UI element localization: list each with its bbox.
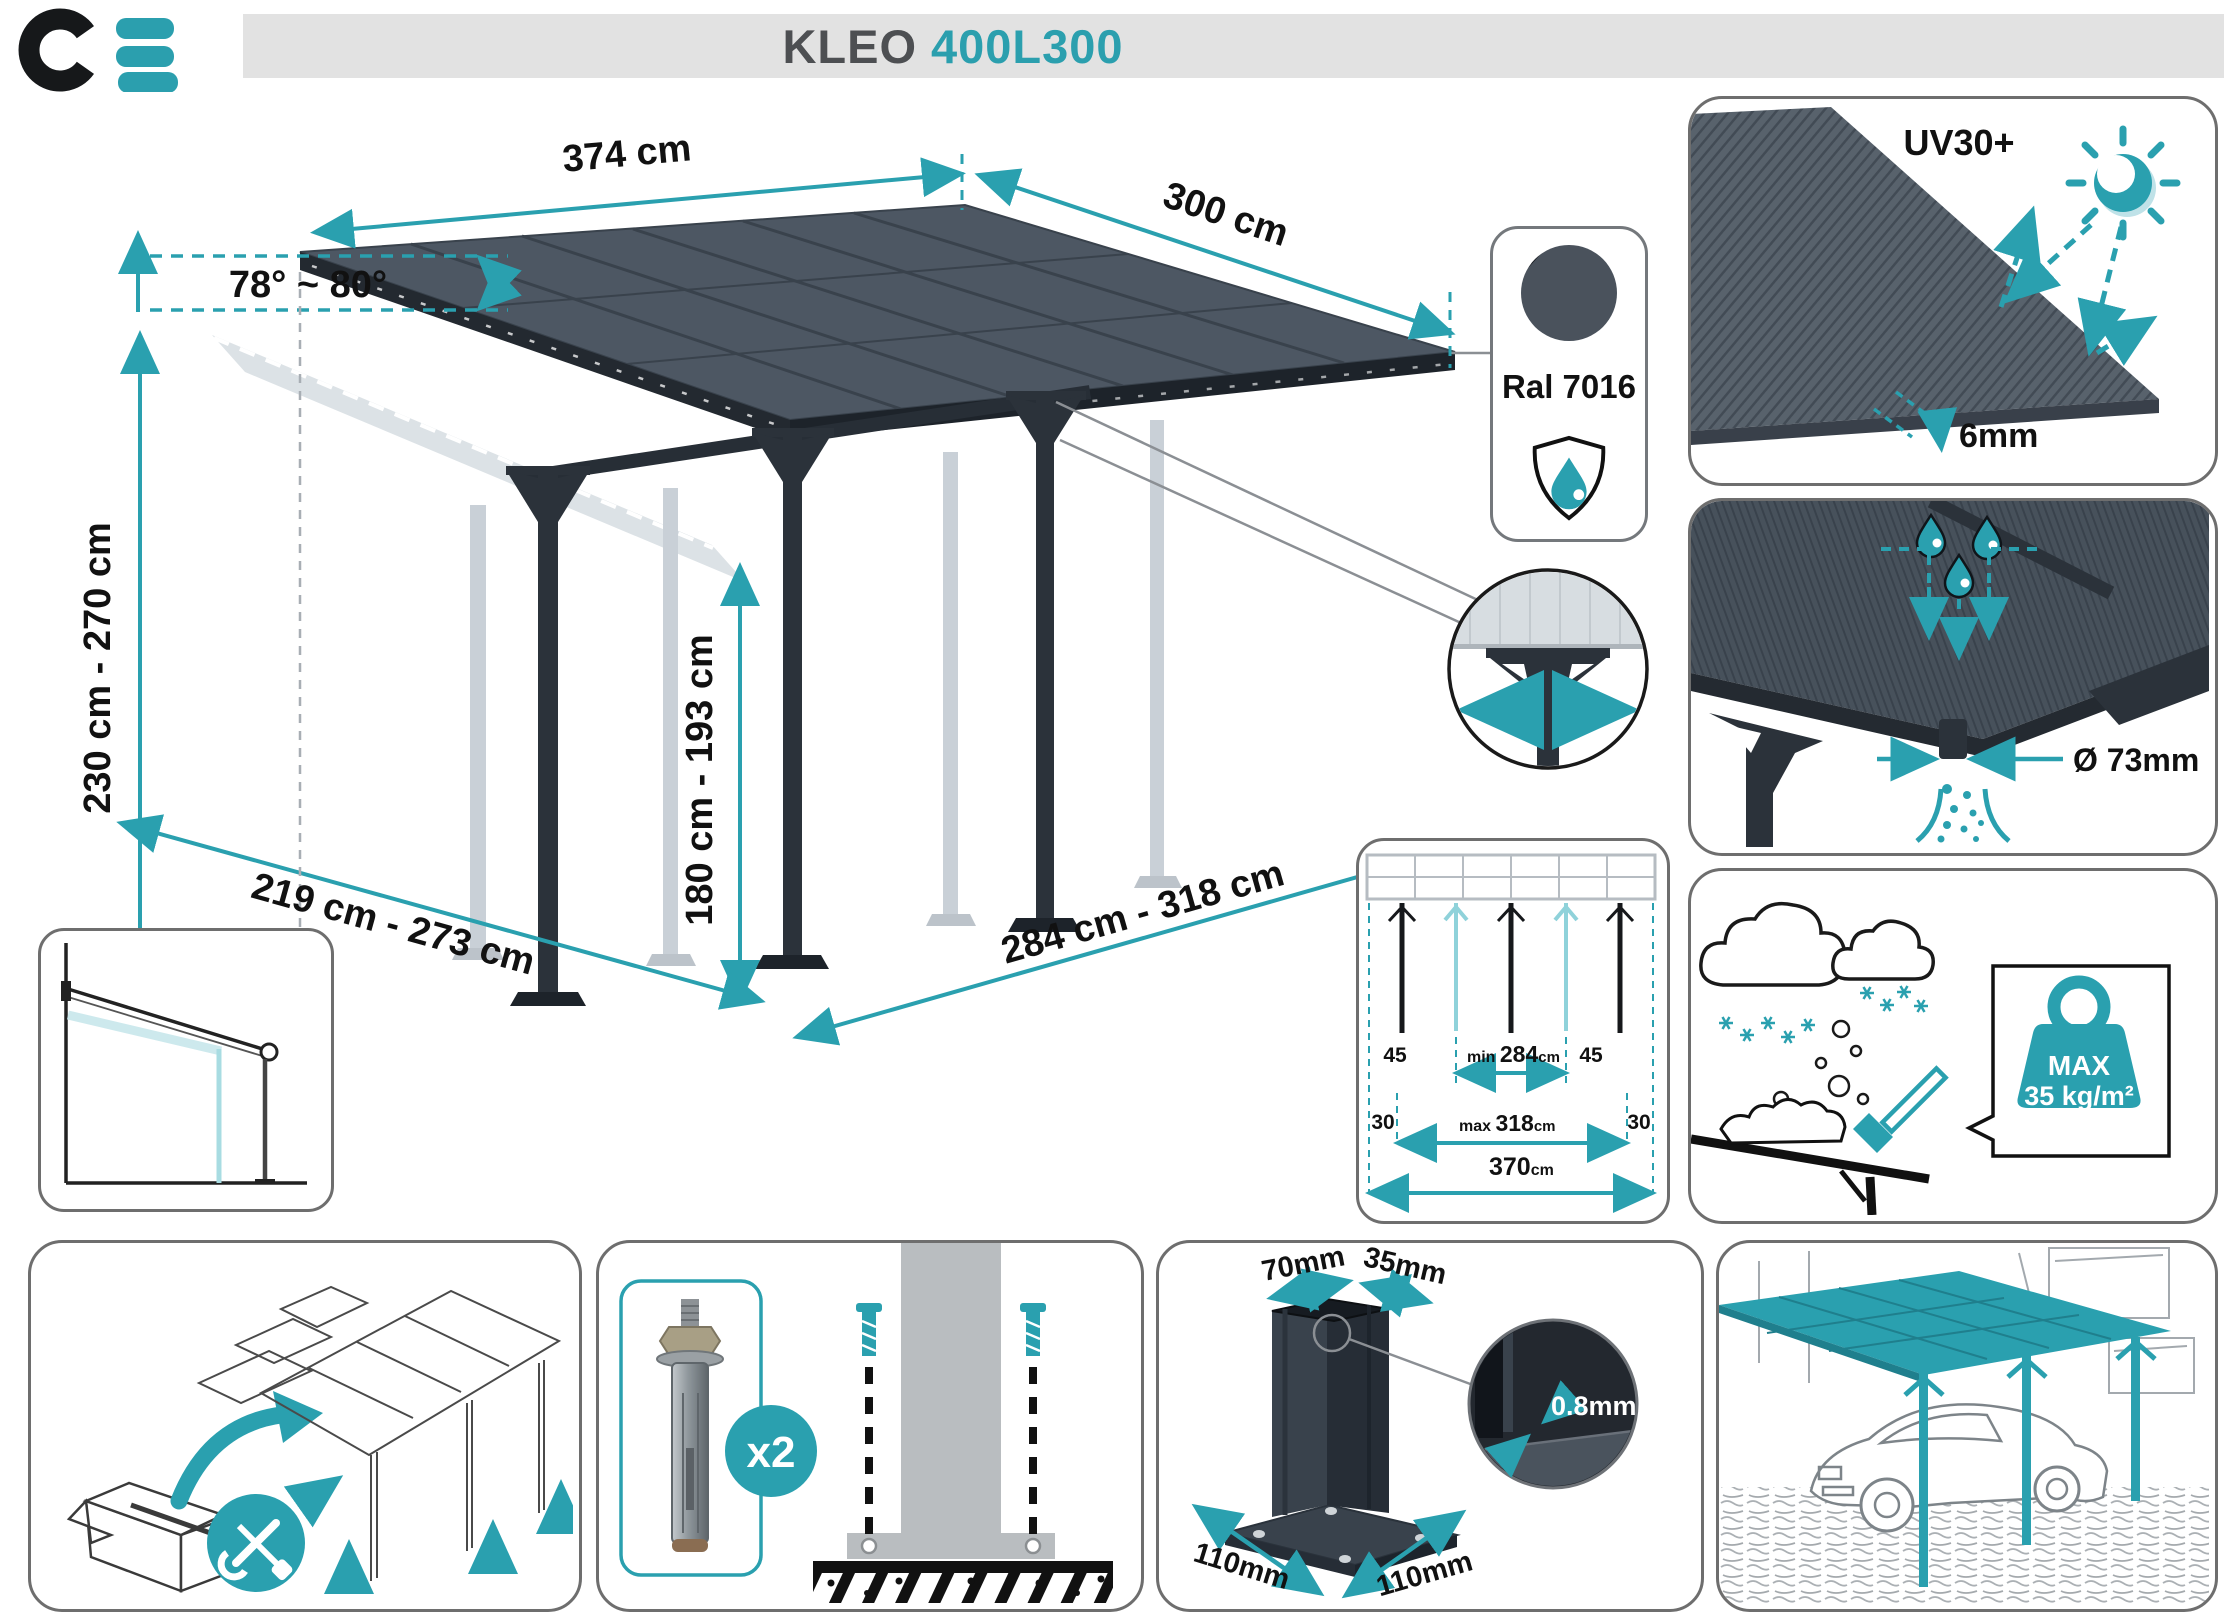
snow-pile (1719, 1098, 1847, 1145)
side-view-panel (38, 928, 334, 1212)
page-title: KLEO 400L300 (673, 14, 1233, 78)
min-span-label: min 284cm (1467, 1041, 1560, 1067)
uv-panel: UV30+ (1688, 96, 2218, 486)
post-3d (1224, 1297, 1461, 1577)
posts (506, 391, 1086, 1006)
unbox-arrow (170, 1406, 290, 1510)
uv-reflection-arrows (1993, 205, 2158, 366)
assembly-arrows (283, 1475, 573, 1594)
roof-sheet (1691, 107, 2159, 431)
side-right-label: 45 (1579, 1044, 1603, 1067)
anchors-panel: x2 (596, 1240, 1144, 1612)
carport-overlay (1719, 1271, 2171, 1587)
dim-roof-width: 374 cm (561, 127, 693, 181)
ral-color-swatch (1521, 245, 1617, 341)
ghost-beam (66, 1010, 223, 1056)
snow-load-panel: MAX 35 kg/m² (1688, 868, 2218, 1224)
dim-ground-depth-line (116, 814, 766, 1010)
side-left-label: 45 (1383, 1044, 1407, 1067)
ground-sketch (1719, 1487, 2209, 1603)
drain-flow-arrows (1881, 547, 2037, 661)
sun-icon (2065, 125, 2181, 241)
splash (1915, 784, 2011, 843)
tools-icon (207, 1494, 305, 1592)
anchor-quantity: x2 (747, 1428, 796, 1477)
roof-frame (1365, 853, 1657, 901)
situ-sketch-panel (1716, 1240, 2218, 1612)
product-name: KLEO (782, 19, 917, 73)
brand-logo-icon (18, 8, 178, 92)
drainage-panel: Ø 73mm (1688, 498, 2218, 856)
bracket-detail-circle (1447, 568, 1649, 770)
alternate-posts (1443, 903, 1579, 1031)
broom-icon (1853, 1065, 1949, 1153)
weight-icon: MAX 35 kg/m² (2017, 975, 2141, 1111)
anchor-bolt-icon (656, 1299, 724, 1552)
dim-wall-height: 230 cm - 270 cm (77, 522, 119, 814)
max-load-value: 35 kg/m² (2024, 1081, 2134, 1111)
profile-width-label: 70mm (1259, 1243, 1347, 1288)
bracket (1709, 645, 2209, 847)
product-model: 400L300 (931, 19, 1124, 73)
max-label: MAX (2048, 1050, 2111, 1081)
callout-lines (1055, 351, 1494, 630)
gutter-diameter-label: Ø 73mm (2073, 742, 2199, 778)
cloud-icon (1699, 901, 1935, 987)
dim-ground-width-line (792, 840, 1460, 1046)
snowflake-icon (1717, 984, 1930, 1045)
angle-arc (476, 254, 522, 312)
front-posts (1399, 903, 1623, 1033)
post-foundation (813, 1243, 1113, 1603)
wall-thickness-label: 0.8mm (1551, 1391, 1637, 1421)
total-width-label: 370cm (1489, 1153, 1554, 1181)
post-dim-arrows (1191, 1266, 1467, 1599)
roof (299, 203, 1456, 440)
assembly-panel (28, 1240, 582, 1612)
ghost-roof (212, 335, 745, 582)
dimensions (112, 154, 1460, 1046)
screw-icon (856, 1303, 1046, 1539)
max-span-label: max 318cm (1459, 1110, 1556, 1136)
wall-magnifier: 0.8mm (1467, 1318, 1639, 1490)
angle-label: 78° ~ 80° (229, 264, 387, 306)
dim-post-height: 180 cm - 193 cm (679, 634, 721, 926)
dim-roof-width-line (310, 157, 966, 249)
edge-left-label: 30 (1371, 1111, 1394, 1134)
roof-edge (1691, 1134, 1930, 1184)
profile-depth-label: 35mm (1361, 1243, 1450, 1291)
car-sketch (1809, 1403, 2109, 1533)
dim-roof-depth-line (974, 168, 1456, 340)
uv-rating-label: UV30+ (1903, 122, 2014, 163)
edge-right-label: 30 (1627, 1111, 1650, 1134)
shield-drop-icon (1532, 435, 1606, 521)
title-banner: KLEO 400L300 (243, 14, 2224, 78)
ral-label: Ral 7016 (1502, 368, 1636, 405)
thickness-indicator (1872, 390, 1958, 453)
ral-badge: Ral 7016 (1490, 226, 1648, 542)
gutter-spout (1939, 719, 1967, 759)
post-panel: 0.8mm 70mm 35mm 110mm 110mm (1156, 1240, 1704, 1612)
panel-thickness-label: 6mm (1959, 417, 2038, 455)
dim-arrows (1365, 1053, 1657, 1213)
spacing-panel: 45 min 284cm 45 30 max 318cm 30 370cm (1356, 838, 1670, 1224)
